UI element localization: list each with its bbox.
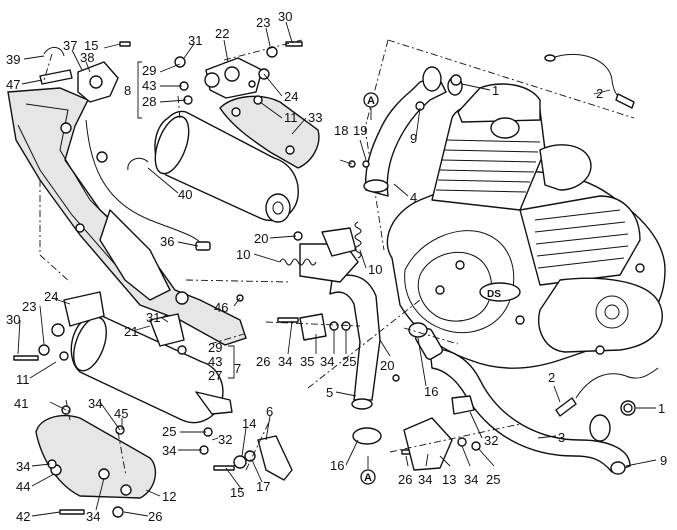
callout-20-mid: 20 <box>380 358 394 373</box>
callout-3: 3 <box>558 430 565 445</box>
callout-11-top: 11 <box>284 110 298 125</box>
callout-34-mid-a: 34 <box>278 354 292 369</box>
engine-badge-text: DS <box>487 289 501 300</box>
callout-15: 15 <box>84 38 98 53</box>
callout-23-top: 23 <box>256 15 270 30</box>
callout-43-left: 43 <box>208 354 222 369</box>
assembly-lines <box>43 39 521 477</box>
callout-leaders <box>17 21 657 517</box>
callout-34-lower-d: 34 <box>86 509 100 524</box>
callout-32-right: 32 <box>484 433 498 448</box>
callout-9-lower: 9 <box>660 453 667 468</box>
callout-37: 37 <box>63 38 77 53</box>
callout-34-lower-b: 34 <box>162 443 176 458</box>
callout-31-left: 31 <box>146 310 160 325</box>
exhaust-valve-actuator <box>39 47 149 171</box>
callout-30-left: 30 <box>6 312 20 327</box>
callout-7: 7 <box>234 361 241 376</box>
reference-mark-a-top-letter: A <box>367 95 375 107</box>
callout-labels: 39 37 15 38 47 8 29 43 28 31 22 23 30 24… <box>6 9 667 524</box>
callout-46: 46 <box>214 300 228 315</box>
callout-34-right-b: 34 <box>464 472 478 487</box>
callout-10-right: 10 <box>368 262 382 277</box>
callout-31-top: 31 <box>188 33 202 48</box>
reference-mark-a-bottom-letter: A <box>364 472 372 484</box>
callout-44: 44 <box>16 479 30 494</box>
lambda-sensors <box>85 54 659 417</box>
callout-9-top: 9 <box>410 131 417 146</box>
callout-35: 35 <box>300 354 314 369</box>
callout-6: 6 <box>266 404 273 419</box>
callout-25-mid: 25 <box>342 354 356 369</box>
callout-40: 40 <box>178 187 192 202</box>
exhaust-pipes <box>299 66 631 475</box>
silencer-support-frame <box>7 87 247 346</box>
callout-8: 8 <box>124 83 131 98</box>
callout-12: 12 <box>162 489 176 504</box>
callout-38: 38 <box>80 50 94 65</box>
callout-26-mid: 26 <box>256 354 270 369</box>
callout-11-left: 11 <box>16 372 30 387</box>
callout-47: 47 <box>6 77 20 92</box>
fasteners <box>13 41 636 518</box>
callout-30-top: 30 <box>278 9 292 24</box>
callout-34-lower-c: 34 <box>16 459 30 474</box>
callout-34-right-a: 34 <box>418 472 432 487</box>
callout-17: 17 <box>256 479 270 494</box>
callout-10-left: 10 <box>236 247 250 262</box>
callout-14: 14 <box>242 416 256 431</box>
callout-39: 39 <box>6 52 20 67</box>
callout-20-top: 20 <box>254 231 268 246</box>
callout-41: 41 <box>14 396 28 411</box>
callout-29: 29 <box>142 63 156 78</box>
callout-16-right: 16 <box>424 384 438 399</box>
callout-26-right: 26 <box>398 472 412 487</box>
callout-33: 33 <box>308 110 322 125</box>
callout-34-mid-b: 34 <box>320 354 334 369</box>
reference-mark-a-bottom: A <box>360 456 376 485</box>
callout-2-lower: 2 <box>548 370 555 385</box>
callout-21: 21 <box>124 324 138 339</box>
callout-16-lower: 16 <box>330 458 344 473</box>
callout-42: 42 <box>16 509 30 524</box>
callout-24-top: 24 <box>284 89 298 104</box>
callout-28: 28 <box>142 94 156 109</box>
callout-34-lower-a: 34 <box>88 396 102 411</box>
callout-5: 5 <box>326 385 333 400</box>
callout-24-left: 24 <box>44 289 58 304</box>
callout-4: 4 <box>410 190 417 205</box>
callout-36: 36 <box>160 234 174 249</box>
callout-18: 18 <box>334 123 348 138</box>
lower-silencer <box>35 314 233 499</box>
callout-22: 22 <box>215 26 229 41</box>
reference-mark-a-top: A <box>363 92 379 120</box>
callout-45: 45 <box>114 406 128 421</box>
callout-26-lower: 26 <box>148 509 162 524</box>
callout-29-left: 29 <box>208 340 222 355</box>
callout-1-lower: 1 <box>658 401 665 416</box>
callout-15-lower: 15 <box>230 485 244 500</box>
callout-23-left: 23 <box>22 299 36 314</box>
callout-25-right: 25 <box>486 472 500 487</box>
upper-silencer <box>154 57 320 223</box>
callout-2-top: 2 <box>596 86 603 101</box>
springs <box>279 221 362 266</box>
callout-13: 13 <box>442 472 456 487</box>
callout-43: 43 <box>142 78 156 93</box>
callout-25-lower: 25 <box>162 424 176 439</box>
callout-1-top: 1 <box>492 83 499 98</box>
callout-19: 19 <box>353 123 367 138</box>
callout-32-left: 32 <box>218 432 232 447</box>
engine-assembly: DS <box>364 39 666 369</box>
callout-27: 27 <box>208 368 222 383</box>
